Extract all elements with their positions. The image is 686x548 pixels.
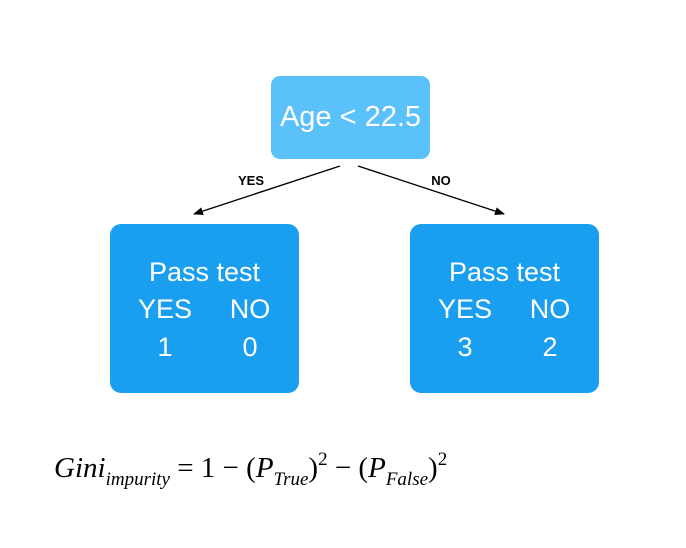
leaf-no-header: NO	[229, 294, 271, 324]
formula-false-subscript: False	[385, 469, 429, 490]
leaf-yes-header: YES	[437, 294, 493, 324]
root-node-label: Age < 22.5	[279, 101, 422, 133]
leaf-node-yes: Pass test YES NO 1 0	[110, 224, 299, 393]
leaf-title: Pass test	[148, 257, 261, 287]
leaf-yes-count: 3	[457, 332, 473, 362]
edge-no-arrow	[357, 165, 505, 215]
leaf-node-no: Pass test YES NO 3 2	[410, 224, 599, 393]
formula-close-paren: )	[428, 452, 438, 484]
formula-close-paren: )	[308, 452, 319, 484]
gini-formula: Giniimpurity = 1 − (PTrue)2 − (PFalse)2	[54, 449, 448, 489]
root-node: Age < 22.5	[271, 76, 430, 159]
formula-square: 2	[318, 449, 328, 470]
formula-equals-one: = 1 − (	[169, 452, 256, 484]
leaf-yes-header: YES	[137, 294, 193, 324]
formula-true-subscript: True	[273, 469, 309, 490]
leaf-no-header: NO	[529, 294, 571, 324]
formula-impurity-subscript: impurity	[105, 469, 170, 490]
formula-p-true: P	[255, 452, 274, 484]
formula-gini: Gini	[54, 452, 106, 484]
leaf-no-count: 0	[242, 332, 258, 362]
formula-square: 2	[437, 449, 448, 470]
edge-yes-label: YES	[238, 173, 264, 188]
formula-p-false: P	[368, 452, 386, 484]
formula-minus-open: − (	[327, 452, 369, 484]
leaf-no-count: 2	[542, 332, 558, 362]
leaf-yes-count: 1	[157, 332, 173, 362]
edge-yes-arrow	[193, 165, 341, 215]
leaf-title: Pass test	[448, 257, 561, 287]
edge-no-label: NO	[431, 173, 451, 188]
